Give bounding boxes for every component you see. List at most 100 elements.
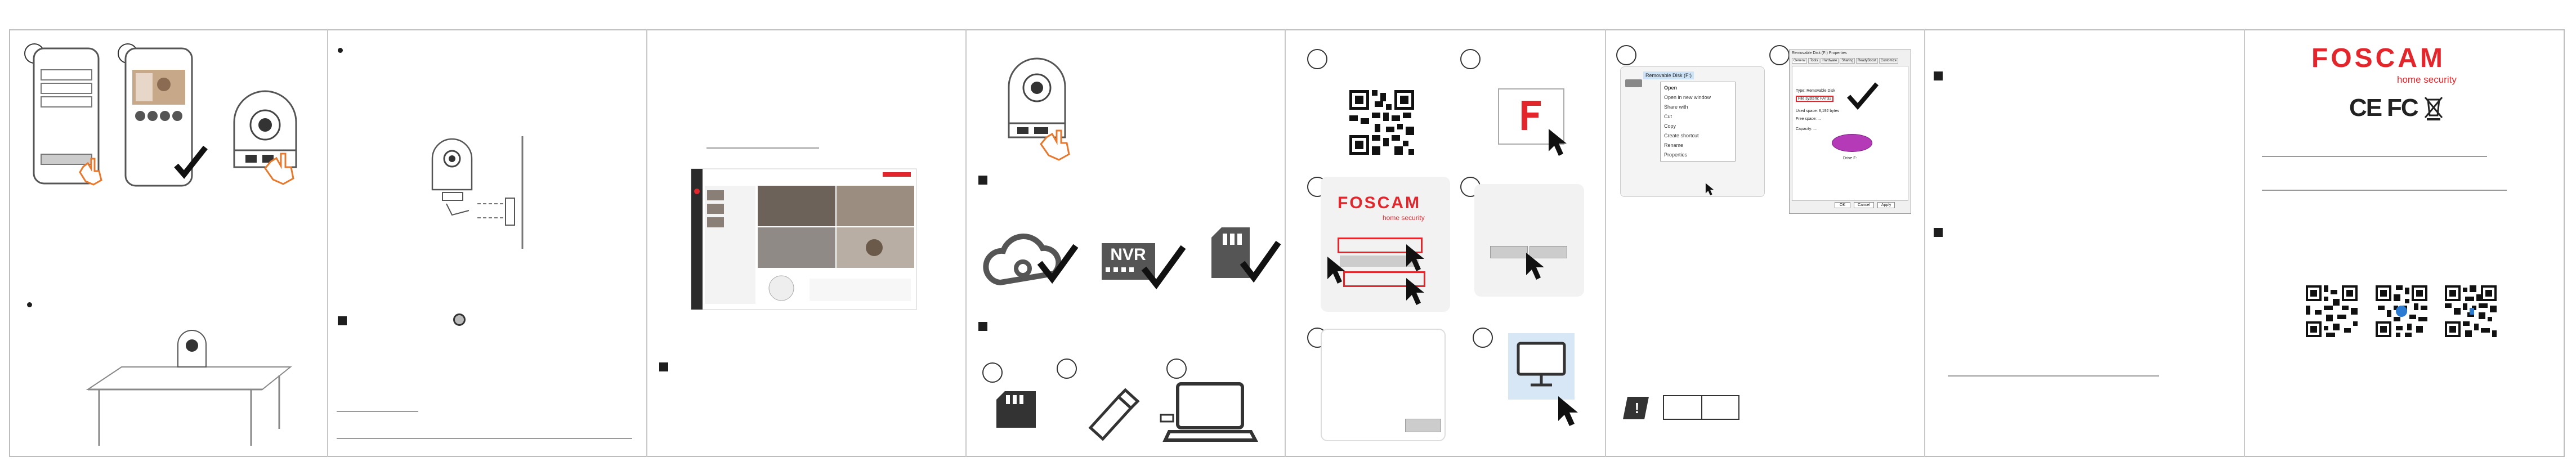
panel-2 [328, 29, 647, 457]
app-final-screen [1321, 329, 1446, 441]
nvr-check-icon: NVR [1099, 229, 1200, 297]
app-logo-tagline: home security [1383, 214, 1425, 222]
checkmark-icon [1846, 82, 1880, 110]
pointer-cursor-icon [1405, 277, 1428, 308]
menu-item-share-with[interactable]: Share with [1664, 104, 1688, 110]
cloud-check-icon [983, 229, 1079, 291]
panel-4: NVR [967, 29, 1286, 457]
highlight-field-1 [1338, 238, 1423, 253]
menu-item-copy[interactable]: Copy [1664, 123, 1676, 129]
divider-short [706, 147, 819, 149]
cancel-button[interactable]: Cancel [1854, 202, 1874, 208]
ok-button[interactable]: OK [1835, 202, 1851, 208]
qr-code-icon [2376, 285, 2427, 337]
foscam-tagline: home security [2397, 74, 2457, 85]
panel-6: Removable Disk (F:) Open Open in new win… [1606, 29, 1925, 457]
tab-hardware[interactable]: Hardware [1821, 58, 1839, 64]
explorer-context-menu-screenshot: Removable Disk (F:) Open Open in new win… [1620, 66, 1765, 197]
tab-customize[interactable]: Customize [1879, 58, 1899, 64]
step-circle-3 [1166, 359, 1187, 379]
warning-book-icon: ! [1622, 394, 1653, 422]
dialog-buttons: OK Cancel Apply [1835, 202, 1895, 208]
divider [1948, 375, 2159, 377]
tab-general[interactable]: General [1792, 58, 1808, 64]
pointer-cursor-icon [1525, 252, 1548, 283]
step-circle-6 [1473, 328, 1493, 348]
menu-item-create-shortcut[interactable]: Create shortcut [1664, 133, 1699, 138]
panel-1 [9, 29, 328, 457]
ce-mark: CE [2349, 94, 2382, 122]
step-circle-1 [1616, 45, 1636, 65]
tab-readyboost[interactable]: ReadyBoost [1856, 58, 1878, 64]
weee-bin-icon [2424, 95, 2443, 121]
tab-sharing[interactable]: Sharing [1840, 58, 1855, 64]
menu-item-properties[interactable]: Properties [1664, 152, 1688, 158]
properties-tabs: General Tools Hardware Sharing ReadyBoos… [1792, 58, 1899, 64]
app-logo-text: FOSCAM [1338, 194, 1421, 212]
camera-on-table-illustration [77, 322, 302, 451]
divider-long [337, 438, 632, 439]
panel-7 [1925, 29, 2245, 457]
bullet-square [1934, 228, 1943, 237]
bullet-square [978, 176, 987, 185]
row-free-space: Free space: ... [1796, 117, 1821, 121]
menu-item-cut[interactable]: Cut [1664, 114, 1672, 119]
step-circle-1 [1307, 49, 1327, 69]
highlight-field-2 [1343, 271, 1425, 287]
pointer-cursor-icon [1557, 395, 1580, 429]
menu-item-open[interactable]: Open [1664, 85, 1678, 91]
divider-1 [2262, 156, 2487, 157]
vms-software-screenshot [691, 168, 917, 310]
foscam-logo: FOSCAM [2311, 43, 2445, 73]
apply-button[interactable]: Apply [1877, 202, 1895, 208]
qr-code-icon [1349, 90, 1414, 155]
divider-short [337, 411, 418, 412]
step-circle-2 [1460, 49, 1481, 69]
phone-app-login-illustration [33, 47, 111, 194]
phone-live-view-illustration [124, 47, 226, 194]
qr-code-icon [2306, 285, 2358, 337]
note-box-divider [1701, 396, 1702, 419]
qr-code-icon [2445, 285, 2497, 337]
final-button [1405, 419, 1441, 432]
camera-sd-slot-press-illustration [1006, 42, 1090, 171]
svg-text:!: ! [1635, 400, 1640, 416]
bullet-square [338, 316, 347, 325]
panel-5: FOSCAM home security [1286, 29, 1606, 457]
bullet-square [1934, 71, 1943, 80]
row-used-space: Used space: 8,192 bytes [1796, 109, 1840, 113]
pointer-cursor-icon [1548, 128, 1570, 159]
drive-icon [1625, 79, 1642, 87]
bullet [338, 48, 343, 53]
dialog-button-1 [1490, 246, 1528, 258]
drive-label: Drive F: [1843, 156, 1857, 160]
tab-tools[interactable]: Tools [1808, 58, 1820, 64]
note-box [1663, 395, 1739, 420]
bullet-square [978, 322, 987, 331]
monitor-icon [1508, 333, 1575, 400]
row-file-system: File system: FAT32 [1796, 96, 1834, 102]
bullet-square [659, 362, 668, 371]
menu-item-rename[interactable]: Rename [1664, 142, 1684, 148]
camera-reset-press-illustration [226, 71, 310, 195]
sd-card-icon [994, 388, 1044, 433]
usb-drive-icon [1079, 383, 1141, 441]
bullet [27, 302, 32, 307]
app-dialog-screen [1474, 184, 1584, 297]
field-gray-1 [1340, 256, 1419, 267]
dialog-button-2 [1530, 246, 1567, 258]
context-menu: Open Open in new window Share with Cut C… [1660, 82, 1736, 162]
panel-3 [647, 29, 967, 457]
pointer-cursor-icon [1326, 256, 1349, 286]
nvr-label: NVR [1110, 245, 1146, 264]
menu-item-open-new-window[interactable]: Open in new window [1664, 95, 1711, 100]
step-circle-2 [1057, 359, 1077, 379]
panel-8: FOSCAM home security CE FC [2245, 29, 2565, 457]
app-login-screen: FOSCAM home security [1321, 177, 1450, 312]
reset-button-icon [453, 313, 466, 326]
pointer-cursor-icon [1705, 182, 1715, 197]
leaflet-sheet [9, 29, 2565, 457]
row-capacity: Capacity: ... [1796, 127, 1817, 131]
step-circle-2 [1769, 45, 1790, 65]
pointer-cursor-icon [1405, 243, 1428, 274]
